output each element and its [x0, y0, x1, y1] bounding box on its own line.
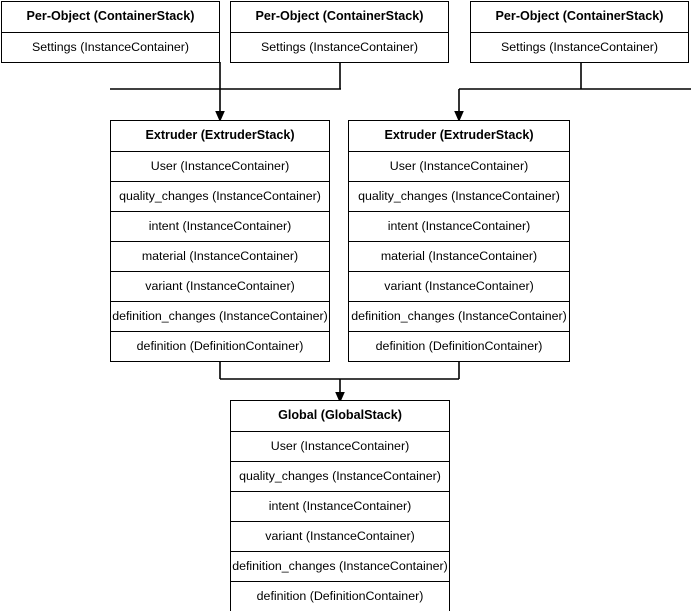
node-row-intent: intent (InstanceContainer) [349, 211, 569, 241]
node-row-settings: Settings (InstanceContainer) [471, 32, 688, 62]
node-row-user: User (InstanceContainer) [231, 431, 449, 461]
node-extruder-1[interactable]: Extruder (ExtruderStack) User (InstanceC… [110, 120, 330, 362]
arrowhead-global [335, 392, 345, 403]
node-row-intent: intent (InstanceContainer) [231, 491, 449, 521]
node-global[interactable]: Global (GlobalStack) User (InstanceConta… [230, 400, 450, 611]
node-row-definition-changes: definition_changes (InstanceContainer) [111, 301, 329, 331]
node-row-definition: definition (DefinitionContainer) [111, 331, 329, 361]
arrowhead-extruder-1 [215, 111, 225, 122]
node-row-definition: definition (DefinitionContainer) [231, 581, 449, 611]
node-header: Per-Object (ContainerStack) [231, 2, 448, 32]
node-row-intent: intent (InstanceContainer) [111, 211, 329, 241]
node-row-user: User (InstanceContainer) [111, 151, 329, 181]
node-row-material: material (InstanceContainer) [349, 241, 569, 271]
node-row-variant: variant (InstanceContainer) [349, 271, 569, 301]
node-row-definition-changes: definition_changes (InstanceContainer) [349, 301, 569, 331]
node-header: Global (GlobalStack) [231, 401, 449, 431]
node-row-definition: definition (DefinitionContainer) [349, 331, 569, 361]
node-header: Per-Object (ContainerStack) [2, 2, 219, 32]
node-row-quality-changes: quality_changes (InstanceContainer) [111, 181, 329, 211]
node-row-user: User (InstanceContainer) [349, 151, 569, 181]
node-per-object-2[interactable]: Per-Object (ContainerStack) Settings (In… [230, 1, 449, 63]
node-per-object-3[interactable]: Per-Object (ContainerStack) Settings (In… [470, 1, 689, 63]
node-row-material: material (InstanceContainer) [111, 241, 329, 271]
node-header: Extruder (ExtruderStack) [349, 121, 569, 151]
arrowhead-extruder-2 [454, 111, 464, 122]
node-row-settings: Settings (InstanceContainer) [231, 32, 448, 62]
node-row-variant: variant (InstanceContainer) [231, 521, 449, 551]
node-row-quality-changes: quality_changes (InstanceContainer) [231, 461, 449, 491]
node-header: Per-Object (ContainerStack) [471, 2, 688, 32]
node-row-definition-changes: definition_changes (InstanceContainer) [231, 551, 449, 581]
node-row-settings: Settings (InstanceContainer) [2, 32, 219, 62]
node-per-object-1[interactable]: Per-Object (ContainerStack) Settings (In… [1, 1, 220, 63]
node-row-quality-changes: quality_changes (InstanceContainer) [349, 181, 569, 211]
node-row-variant: variant (InstanceContainer) [111, 271, 329, 301]
node-extruder-2[interactable]: Extruder (ExtruderStack) User (InstanceC… [348, 120, 570, 362]
node-header: Extruder (ExtruderStack) [111, 121, 329, 151]
